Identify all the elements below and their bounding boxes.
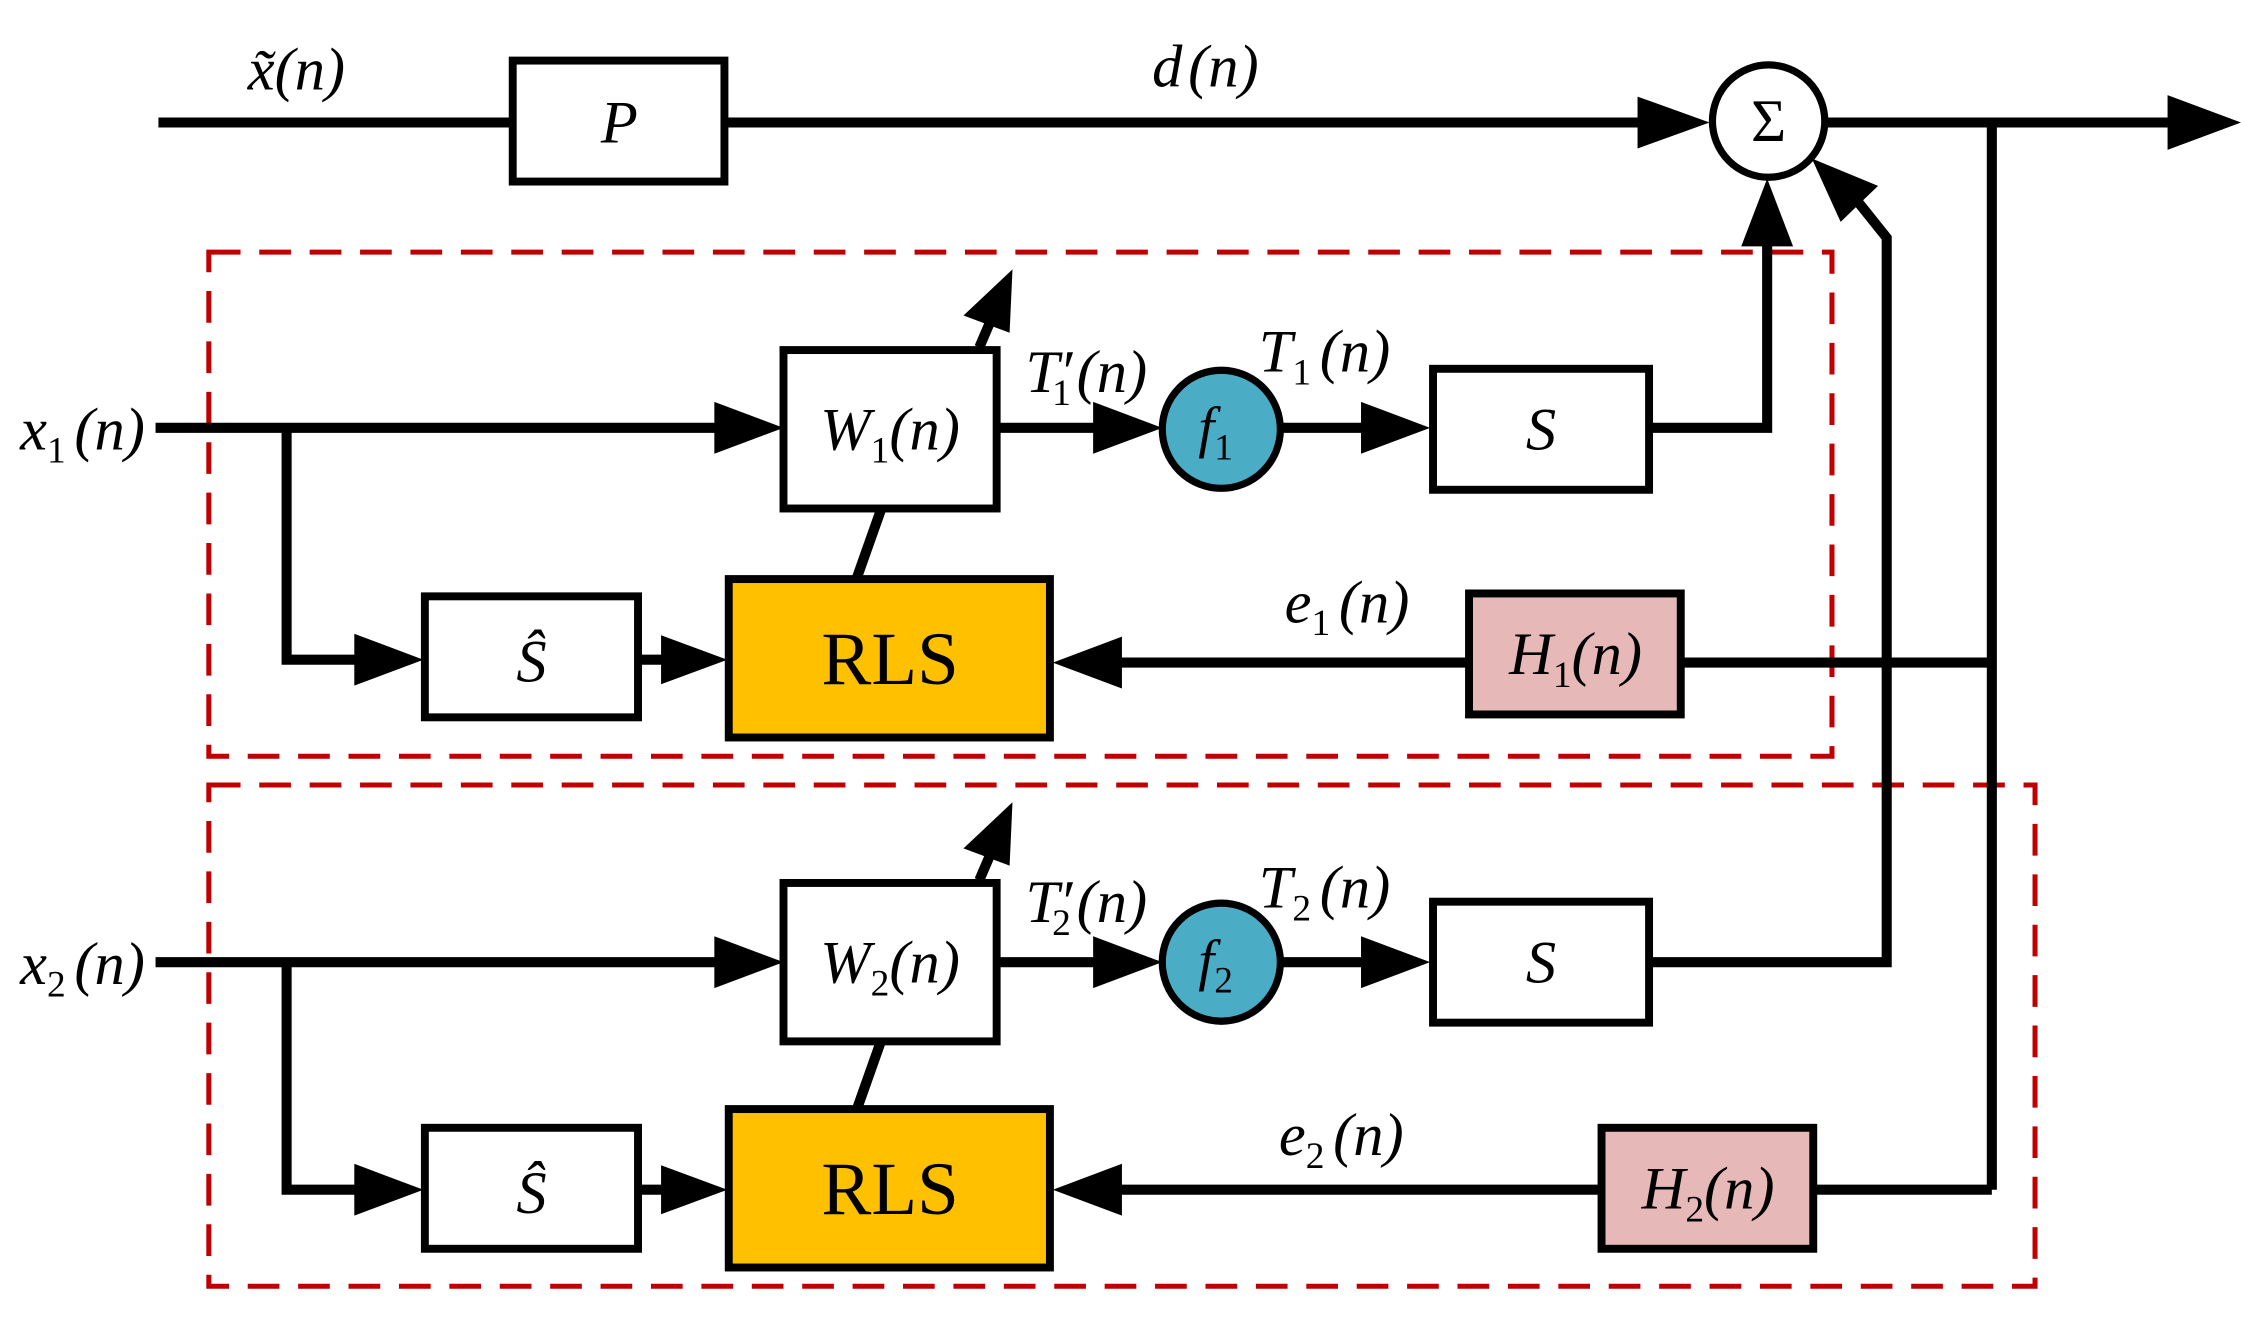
s-hat-2-label: Ŝ bbox=[516, 1160, 546, 1227]
s2-block bbox=[1429, 897, 1654, 1027]
s-hat-1-block bbox=[420, 592, 642, 722]
sum-symbol: Σ bbox=[1751, 88, 1786, 155]
f2-block bbox=[1158, 899, 1284, 1025]
s-hat-1-label: Ŝ bbox=[516, 628, 546, 695]
arrow-into-s-hat-2 bbox=[354, 1163, 424, 1216]
arrow-s1-into-sum bbox=[1741, 178, 1794, 247]
arrow-into-rls-1-error bbox=[1052, 636, 1122, 689]
signal-wires bbox=[155, 117, 2178, 1195]
w1-label: W1(n) bbox=[820, 396, 960, 471]
d-label: d(n) bbox=[1152, 34, 1259, 101]
h1-block bbox=[1465, 589, 1685, 719]
f1-block bbox=[1158, 366, 1284, 492]
wire-x2-to-s-hat-2 bbox=[281, 962, 361, 1195]
arrow-output bbox=[2167, 95, 2241, 150]
x2-label: x2(n) bbox=[19, 931, 145, 1006]
arrow-into-rls-2 bbox=[661, 1165, 728, 1215]
arrow-into-f1 bbox=[1093, 401, 1163, 454]
w2-label: W2(n) bbox=[820, 929, 960, 1004]
t1-label: T1(n) bbox=[1259, 319, 1391, 394]
arrow-into-rls-1 bbox=[661, 635, 728, 685]
channel-1-region bbox=[206, 249, 1835, 759]
w1-block bbox=[779, 346, 1001, 513]
p-label: P bbox=[600, 90, 638, 157]
wire-rls-2-to-w2 bbox=[852, 1038, 887, 1111]
h2-label: H2(n) bbox=[1641, 1155, 1775, 1230]
arrow-into-s-hat-1 bbox=[354, 633, 424, 686]
s1-block bbox=[1429, 364, 1654, 494]
summing-junction bbox=[1708, 61, 1829, 181]
arrow-into-f2 bbox=[1093, 936, 1163, 989]
arrow-w2-adapt bbox=[963, 802, 1013, 866]
s-hat-2-block bbox=[420, 1123, 642, 1253]
e2-label: e2(n) bbox=[1279, 1102, 1404, 1177]
wire-s2-to-sum bbox=[1649, 198, 1892, 968]
t2-prime-label: T′2(n) bbox=[1025, 869, 1147, 944]
arrowheads bbox=[354, 95, 2241, 1216]
t1-prime-label: T′1(n) bbox=[1025, 339, 1147, 414]
w2-block bbox=[779, 878, 1001, 1046]
t2-label: T2(n) bbox=[1259, 854, 1391, 929]
arrow-into-w2 bbox=[714, 936, 784, 989]
arrow-w1-adapt bbox=[963, 269, 1013, 333]
p-block bbox=[508, 56, 729, 186]
wire-x1-to-s-hat-1 bbox=[281, 427, 361, 665]
e1-label: e1(n) bbox=[1285, 569, 1410, 644]
arrow-into-sum-left bbox=[1637, 96, 1710, 149]
rls-1-block bbox=[724, 575, 1054, 742]
arrow-into-w1 bbox=[714, 401, 784, 454]
wire-rls-1-to-w1 bbox=[852, 506, 887, 580]
x1-label: x1(n) bbox=[19, 396, 145, 471]
wire-s1-to-sum bbox=[1649, 240, 1773, 433]
s2-label: S bbox=[1526, 929, 1556, 996]
arrow-into-rls-2-error bbox=[1052, 1163, 1122, 1216]
s1-label: S bbox=[1526, 396, 1556, 463]
arrow-into-s2 bbox=[1361, 936, 1431, 989]
rls-2-block bbox=[724, 1105, 1054, 1272]
h1-label: H1(n) bbox=[1508, 621, 1642, 696]
channel-2-region bbox=[206, 782, 2038, 1289]
arrow-into-s1 bbox=[1361, 401, 1431, 454]
rls-1-label: RLS bbox=[821, 618, 958, 701]
rls-2-label: RLS bbox=[821, 1148, 958, 1231]
h2-block bbox=[1597, 1123, 1818, 1253]
arrow-s2-into-sum bbox=[1811, 158, 1879, 222]
x-tilde-label: x̃(n) bbox=[247, 36, 345, 103]
